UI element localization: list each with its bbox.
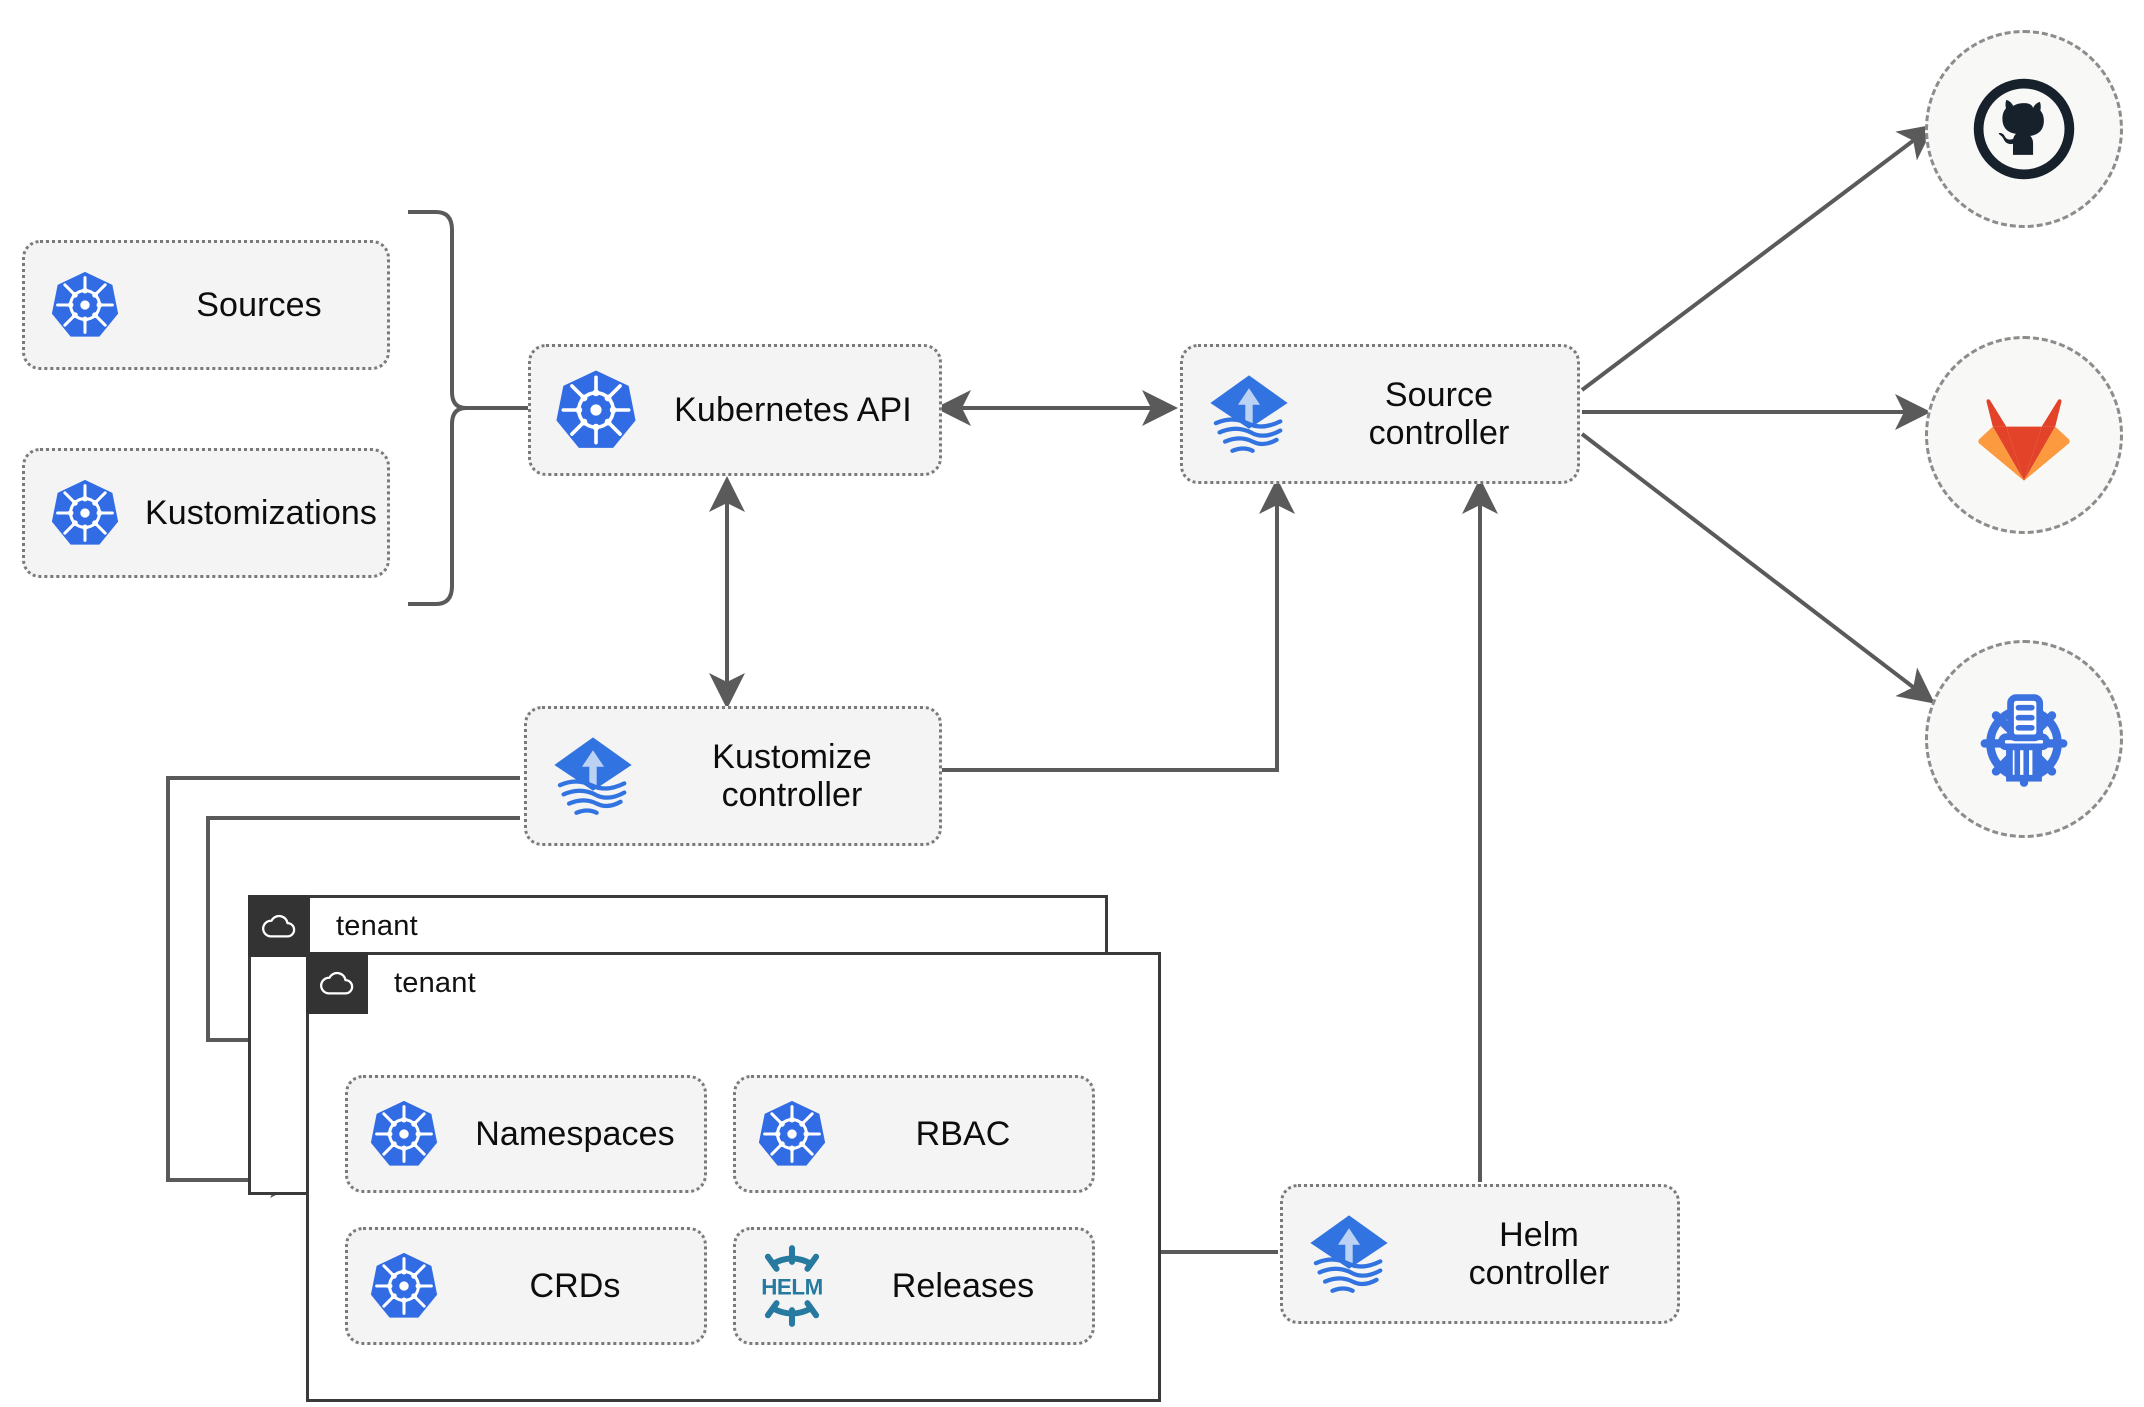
flux-icon <box>1283 1208 1415 1300</box>
card-label: Helm controller <box>1468 1215 1610 1292</box>
flux-icon <box>1183 368 1315 460</box>
card-label: Releases <box>891 1266 1035 1305</box>
card-sources[interactable]: Sources <box>22 240 390 370</box>
card-label: Sources <box>196 285 322 324</box>
helm-icon: HELM <box>736 1243 848 1329</box>
svg-text:HELM: HELM <box>761 1275 823 1300</box>
tenant-label: tenant <box>394 966 476 999</box>
card-releases[interactable]: HELM Releases <box>733 1227 1095 1345</box>
card-label: Kustomizations <box>145 493 377 532</box>
card-label: Kubernetes API <box>674 390 912 429</box>
tenant-frame-inner[interactable]: tenant <box>306 952 1161 1402</box>
card-namespaces[interactable]: Namespaces <box>345 1075 707 1193</box>
wire-source-to-github <box>1580 124 1935 392</box>
card-label: CRDs <box>529 1266 621 1305</box>
kubernetes-icon <box>531 367 661 453</box>
card-label: Namespaces <box>475 1114 675 1153</box>
card-rbac[interactable]: RBAC <box>733 1075 1095 1193</box>
cloud-icon <box>248 895 310 957</box>
card-crds[interactable]: CRDs <box>345 1227 707 1345</box>
card-kustomize-controller[interactable]: Kustomize controller <box>524 706 942 846</box>
kubernetes-icon <box>25 477 145 549</box>
card-label: RBAC <box>915 1114 1011 1153</box>
card-helm-controller[interactable]: Helm controller <box>1280 1184 1680 1324</box>
flux-icon <box>527 730 659 822</box>
tenant-header: tenant <box>306 952 476 1014</box>
wire-kustomize-to-source-controller <box>941 478 1295 772</box>
cloud-icon <box>306 952 368 1014</box>
helm-repository-icon <box>1968 683 2080 795</box>
tenant-label: tenant <box>336 909 418 942</box>
card-source-controller[interactable]: Source controller <box>1180 344 1580 484</box>
gitlab-icon <box>1972 385 2076 485</box>
provider-gitlab[interactable] <box>1925 336 2123 534</box>
github-icon <box>1970 75 2078 183</box>
kubernetes-icon <box>25 269 145 341</box>
kubernetes-icon <box>736 1098 848 1170</box>
card-kubernetes-api[interactable]: Kubernetes API <box>528 344 942 476</box>
provider-github[interactable] <box>1925 30 2123 228</box>
card-label: Kustomize controller <box>712 737 872 814</box>
wire-brace-group <box>408 210 467 606</box>
card-label: Source controller <box>1368 375 1510 452</box>
provider-helm-repo[interactable] <box>1925 640 2123 838</box>
kubernetes-icon <box>348 1098 460 1170</box>
wire-source-to-helm-repo <box>1580 432 1935 704</box>
card-kustomizations[interactable]: Kustomizations <box>22 448 390 578</box>
tenant-header: tenant <box>248 895 418 957</box>
kubernetes-icon <box>348 1250 460 1322</box>
